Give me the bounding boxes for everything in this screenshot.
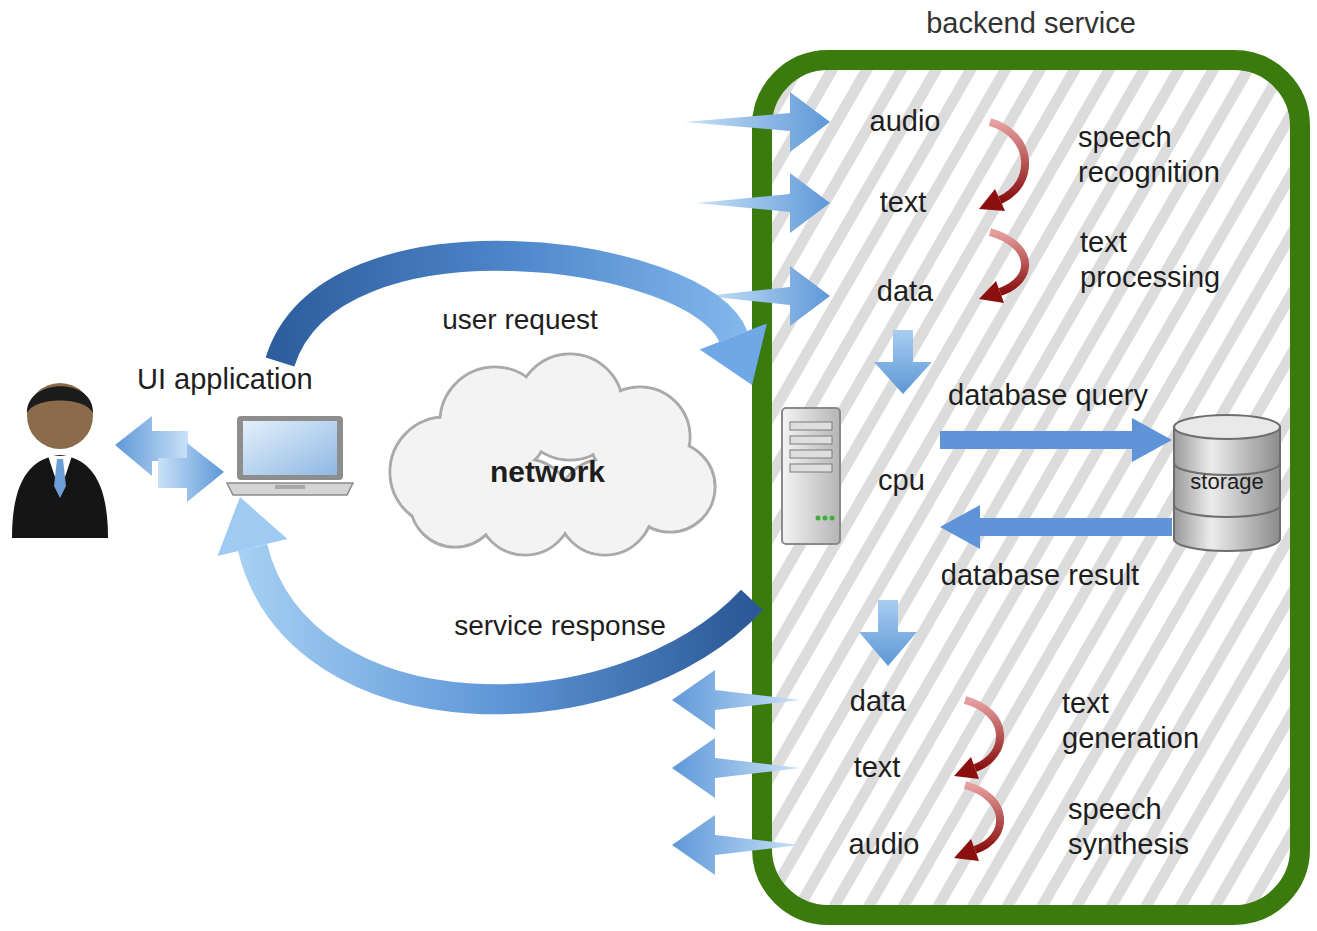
input-arrows-part [685, 92, 830, 152]
edge-label: user request [442, 303, 598, 337]
person-icon-part [27, 383, 93, 449]
pipeline-label: speech synthesis [1068, 792, 1248, 863]
flow-down-arrows-part [859, 600, 917, 666]
pipeline-label: text [854, 750, 901, 785]
node-title: cpu [878, 463, 925, 498]
processing-step-arrows-part [990, 122, 1025, 200]
input-arrows-part [697, 173, 830, 233]
backend-outline [762, 60, 1300, 915]
node-title: backend service [752, 6, 1310, 41]
output-arrows-part [672, 738, 800, 798]
server-icon-part [790, 464, 832, 472]
server-icon-part [830, 516, 835, 521]
laptop-icon [225, 415, 355, 497]
edge-label: database query [948, 378, 1148, 413]
laptop-icon-part [275, 485, 305, 489]
pipeline-label: text generation [1062, 686, 1242, 757]
storage-icon-part [1174, 415, 1280, 439]
arrow-shape [940, 505, 1172, 549]
pipeline-label: data [850, 684, 906, 719]
network-cloud: network [375, 352, 720, 557]
arrow-head [218, 497, 288, 556]
interaction-double-arrow [115, 416, 224, 502]
server-icon-part [782, 408, 840, 544]
interaction-double-arrow-part [158, 443, 224, 502]
request-response-arrow [280, 256, 767, 385]
laptop-icon-part [237, 416, 343, 480]
laptop-icon-part [227, 483, 353, 495]
pipeline-label: audio [849, 827, 920, 862]
processing-step-arrows [954, 122, 1025, 861]
client-laptop: UI application [130, 362, 360, 497]
cpu-server: cpu [780, 406, 940, 548]
person-icon [12, 383, 108, 538]
person-icon-part [12, 455, 108, 538]
node-title: network [375, 454, 720, 490]
person-icon-part [54, 459, 66, 498]
server-icon-part [790, 422, 832, 430]
flow-down-arrows [859, 330, 932, 666]
arrow-body [253, 548, 753, 700]
output-arrows-part [672, 815, 800, 875]
processing-step-arrows-part [954, 757, 979, 779]
processing-step-arrows-part [965, 700, 1000, 768]
output-arrows [672, 670, 800, 875]
pipeline-label: text processing [1080, 225, 1260, 296]
output-arrows-part [672, 670, 800, 730]
backend-service-box: backend servicecpustorage [752, 50, 1310, 925]
arrow-shape [940, 418, 1172, 462]
arrow-head [700, 324, 767, 386]
arrow-body [280, 256, 733, 362]
processing-step-arrows-part [979, 281, 1004, 303]
server-icon-part [816, 516, 821, 521]
server-icon [780, 406, 842, 548]
processing-step-arrows-part [954, 839, 979, 861]
server-icon-part [790, 450, 832, 458]
server-icon-part [823, 516, 828, 521]
pipeline-label: text [880, 185, 927, 220]
flow-down-arrows-part [874, 330, 932, 394]
cloud-shape [375, 352, 720, 557]
pipeline-label: data [877, 274, 933, 309]
node-title: storage [1172, 469, 1282, 495]
processing-step-arrows-part [979, 189, 1005, 211]
backend-frame-layer [762, 60, 1300, 915]
pipeline-label: audio [870, 104, 941, 139]
edge-label: service response [454, 609, 666, 643]
query-arrow [940, 505, 1172, 549]
cloud-shape-part [412, 459, 499, 546]
laptop-icon-part [243, 421, 337, 475]
node-title: UI application [137, 362, 313, 397]
edge-label: database result [941, 558, 1139, 593]
pipeline-label: speech recognition [1078, 120, 1258, 191]
query-arrow [940, 418, 1172, 462]
server-icon-part [790, 436, 832, 444]
storage-icon-part [1174, 505, 1280, 517]
person-icon-part [27, 386, 93, 414]
storage-cylinder: storage [1172, 413, 1282, 553]
